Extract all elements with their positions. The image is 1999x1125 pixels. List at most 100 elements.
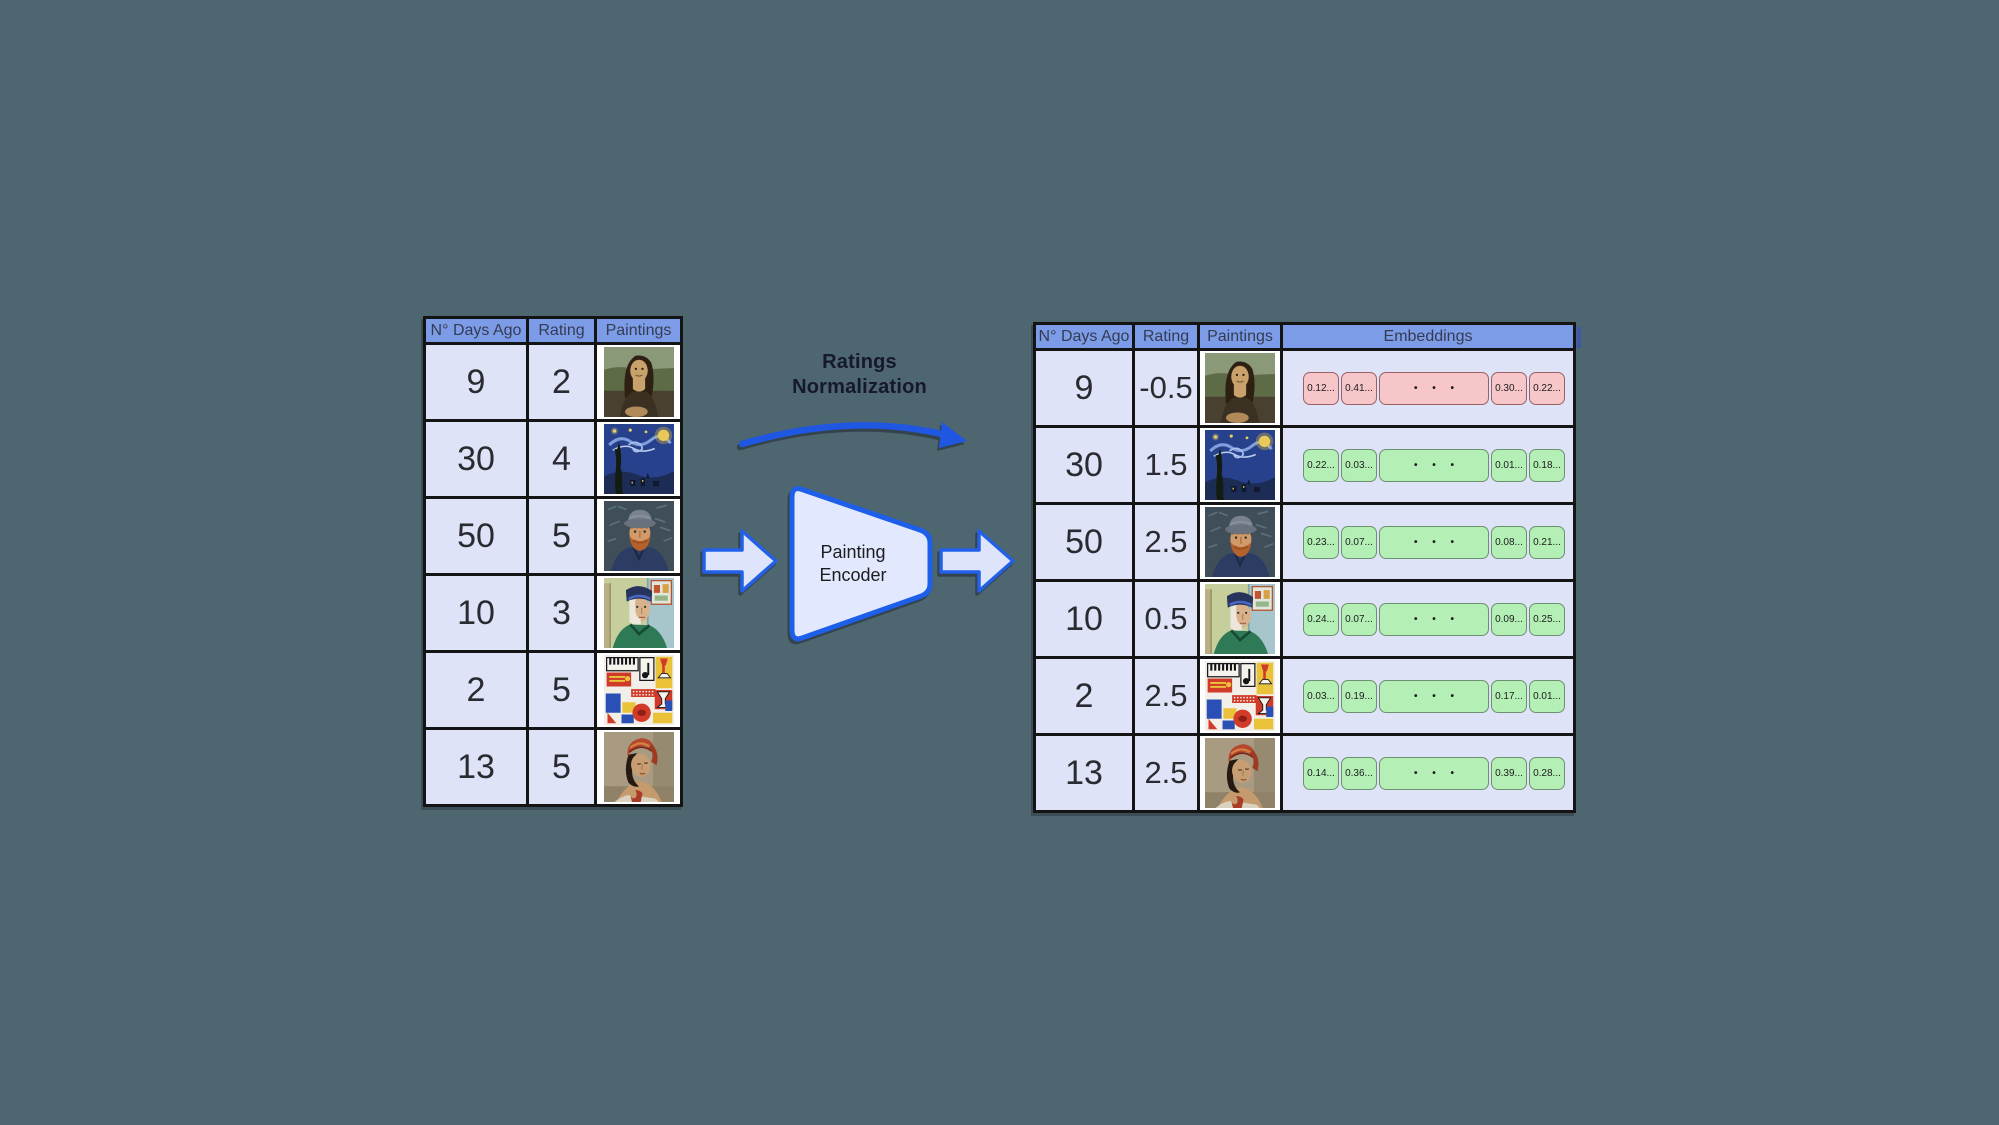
left-header-paintings: Paintings xyxy=(597,319,680,342)
embedding-cell: 0.23... 0.07... • • • 0.08... 0.21... xyxy=(1283,505,1573,579)
ratings-normalization-line2: Normalization xyxy=(792,376,927,398)
painting-red-headdress xyxy=(1204,738,1276,808)
embedding-value: 0.12... xyxy=(1303,371,1339,405)
days-cell: 13 xyxy=(426,730,526,804)
painting-cubist-still-life xyxy=(603,655,675,725)
encoder-label-line1: Painting xyxy=(820,542,886,562)
input-table: N° Days Ago Rating Paintings 9 2 30 4 50… xyxy=(423,316,683,807)
embedding-cell: 0.03... 0.19... • • • 0.17... 0.01... xyxy=(1283,659,1573,733)
embedding-value: 0.19... xyxy=(1341,679,1377,713)
embedding-cell: 0.22... 0.03... • • • 0.01... 0.18... xyxy=(1283,428,1573,502)
painting-cell xyxy=(597,499,680,573)
embedding-ellipsis: • • • xyxy=(1379,602,1489,636)
painting-cell xyxy=(1200,582,1280,656)
painting-cell xyxy=(1200,428,1280,502)
painting-red-headdress xyxy=(603,732,675,802)
encoder-shape-icon xyxy=(789,486,933,642)
rating-cell: 2.5 xyxy=(1135,505,1197,579)
embedding-ellipsis: • • • xyxy=(1379,371,1489,405)
left-header-rating: Rating xyxy=(529,319,594,342)
embedding-cell: 0.14... 0.36... • • • 0.39... 0.28... xyxy=(1283,736,1573,810)
embedding-ellipsis: • • • xyxy=(1379,679,1489,713)
painting-cell xyxy=(1200,659,1280,733)
rating-cell: -0.5 xyxy=(1135,351,1197,425)
embedding-ellipsis: • • • xyxy=(1379,756,1489,790)
rating-cell: 5 xyxy=(529,499,594,573)
painting-mona-lisa xyxy=(603,347,675,417)
embedding-value: 0.03... xyxy=(1303,679,1339,713)
embedding-value: 0.14... xyxy=(1303,756,1339,790)
embedding-value: 0.07... xyxy=(1341,525,1377,559)
encoder-label: Painting Encoder xyxy=(782,483,924,645)
rating-cell: 5 xyxy=(529,653,594,727)
painting-cell xyxy=(1200,505,1280,579)
embedding-value: 0.03... xyxy=(1341,448,1377,482)
days-cell: 13 xyxy=(1036,736,1132,810)
days-cell: 30 xyxy=(1036,428,1132,502)
days-cell: 9 xyxy=(426,345,526,419)
painting-cell xyxy=(597,576,680,650)
rating-cell: 4 xyxy=(529,422,594,496)
painting-encoder-block: Painting Encoder xyxy=(782,483,938,645)
flow-arrow-right-icon xyxy=(939,529,1015,593)
days-cell: 50 xyxy=(426,499,526,573)
embedding-value: 0.23... xyxy=(1303,525,1339,559)
right-header-paintings: Paintings xyxy=(1200,325,1280,348)
painting-cell xyxy=(1200,351,1280,425)
embedding-value: 0.22... xyxy=(1303,448,1339,482)
right-header-days: N° Days Ago xyxy=(1036,325,1132,348)
days-cell: 2 xyxy=(1036,659,1132,733)
painting-cell xyxy=(597,345,680,419)
painting-grey-felt-hat xyxy=(603,501,675,571)
embedding-value: 0.24... xyxy=(1303,602,1339,636)
embedding-value: 0.08... xyxy=(1491,525,1527,559)
output-table: N° Days Ago Rating Paintings Embeddings … xyxy=(1033,322,1576,813)
encoder-label-line2: Encoder xyxy=(819,565,887,585)
rating-cell: 1.5 xyxy=(1135,428,1197,502)
painting-cell xyxy=(597,653,680,727)
embedding-value: 0.39... xyxy=(1491,756,1527,790)
embedding-value: 0.18... xyxy=(1529,448,1565,482)
embedding-value: 0.36... xyxy=(1341,756,1377,790)
painting-cell xyxy=(597,422,680,496)
embedding-value: 0.01... xyxy=(1491,448,1527,482)
left-header-days: N° Days Ago xyxy=(426,319,526,342)
days-cell: 10 xyxy=(1036,582,1132,656)
rating-cell: 3 xyxy=(529,576,594,650)
embedding-vector: 0.23... 0.07... • • • 0.08... 0.21... xyxy=(1303,525,1565,559)
rating-cell: 2.5 xyxy=(1135,736,1197,810)
embedding-ellipsis: • • • xyxy=(1379,448,1489,482)
embedding-vector: 0.24... 0.07... • • • 0.09... 0.25... xyxy=(1303,602,1565,636)
embedding-value: 0.41... xyxy=(1341,371,1377,405)
rating-cell: 0.5 xyxy=(1135,582,1197,656)
embedding-value: 0.07... xyxy=(1341,602,1377,636)
right-header-embeddings: Embeddings xyxy=(1283,325,1573,348)
header-accent-bar xyxy=(1577,327,1581,348)
rating-cell: 5 xyxy=(529,730,594,804)
painting-cell xyxy=(1200,736,1280,810)
rating-cell: 2.5 xyxy=(1135,659,1197,733)
embedding-value: 0.21... xyxy=(1529,525,1565,559)
embedding-value: 0.28... xyxy=(1529,756,1565,790)
painting-bandaged-ear xyxy=(1204,584,1276,654)
right-header-rating: Rating xyxy=(1135,325,1197,348)
embedding-vector: 0.03... 0.19... • • • 0.17... 0.01... xyxy=(1303,679,1565,713)
painting-cubist-still-life xyxy=(1204,661,1276,731)
embedding-vector: 0.12... 0.41... • • • 0.30... 0.22... xyxy=(1303,371,1565,405)
painting-cell xyxy=(597,730,680,804)
painting-mona-lisa xyxy=(1204,353,1276,423)
embedding-value: 0.09... xyxy=(1491,602,1527,636)
ratings-normalization-line1: Ratings xyxy=(822,351,897,373)
embedding-cell: 0.24... 0.07... • • • 0.09... 0.25... xyxy=(1283,582,1573,656)
painting-starry-night xyxy=(1204,430,1276,500)
flow-arrow-left-icon xyxy=(702,529,778,593)
painting-grey-felt-hat xyxy=(1204,507,1276,577)
embedding-value: 0.01... xyxy=(1529,679,1565,713)
embedding-ellipsis: • • • xyxy=(1379,525,1489,559)
embedding-value: 0.30... xyxy=(1491,371,1527,405)
embedding-value: 0.25... xyxy=(1529,602,1565,636)
days-cell: 30 xyxy=(426,422,526,496)
embedding-vector: 0.22... 0.03... • • • 0.01... 0.18... xyxy=(1303,448,1565,482)
embedding-value: 0.17... xyxy=(1491,679,1527,713)
